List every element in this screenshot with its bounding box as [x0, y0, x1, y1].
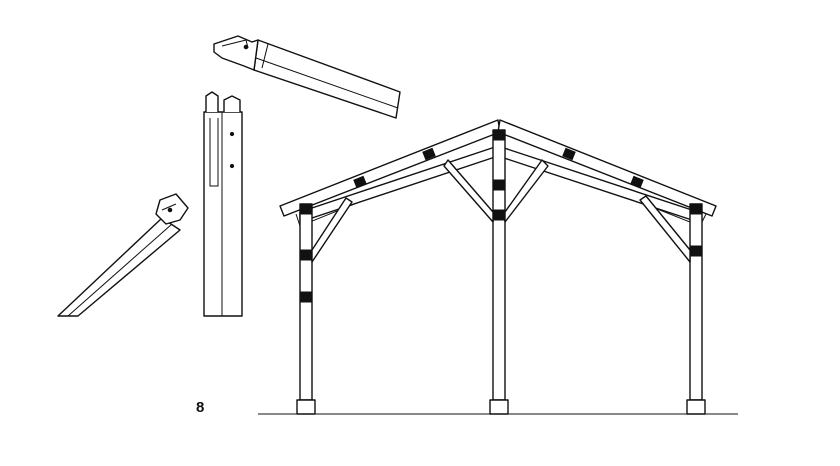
rafter-joint-detail: [213, 35, 401, 119]
right-rafter: [497, 119, 717, 217]
right-post: [689, 203, 703, 401]
brace-joint-detail: [57, 193, 189, 317]
centre-right-brace: [504, 159, 549, 223]
centre-left-brace: [443, 159, 494, 223]
right-knee-brace: [639, 195, 691, 263]
centre-post: [492, 129, 506, 401]
left-rafter: [279, 119, 501, 217]
gable-frame-elevation: [258, 119, 738, 415]
figure-number-label: 8: [196, 399, 205, 416]
post-tenon-detail: [203, 91, 243, 317]
joint-markers: [299, 129, 703, 303]
